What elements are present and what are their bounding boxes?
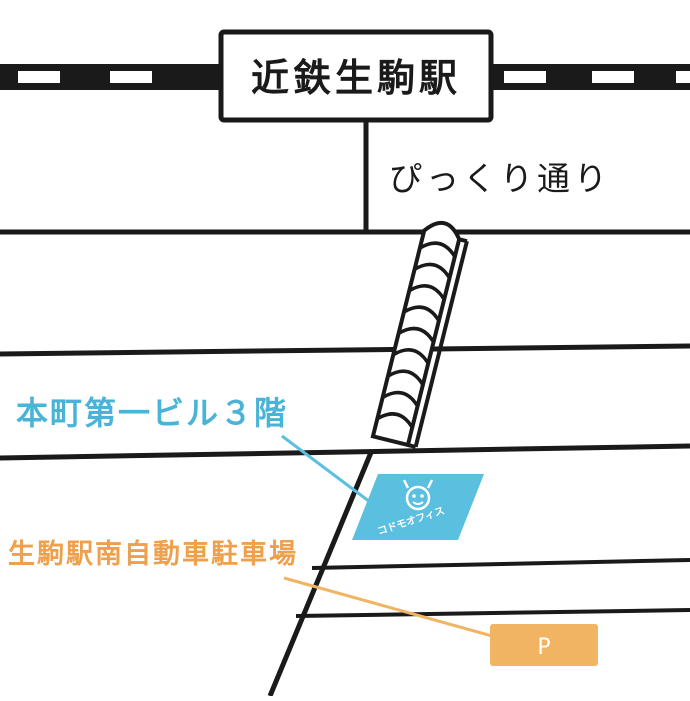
horizontal-road-3 (0, 443, 690, 461)
building-label: 本町第一ビル３階 (16, 394, 288, 432)
diagonal-road (267, 449, 375, 697)
covered-walkway (370, 220, 469, 449)
street-lines (0, 118, 690, 697)
parking-sign-label: P (537, 635, 550, 660)
horizontal-road-2 (0, 343, 690, 357)
station-label: 近鉄生駒駅 (251, 56, 461, 100)
office-marker: コドモオフィス (352, 474, 484, 540)
parking-lot-lines (295, 558, 690, 618)
street-label: ぴっくり通り (389, 159, 611, 198)
parking-label: 生駒駅南自動車駐車場 (8, 538, 298, 570)
parking-leader-line (283, 576, 493, 638)
smiley-face-icon (402, 479, 434, 511)
station-sign: 近鉄生駒駅 (218, 29, 494, 123)
parking-marker: P (490, 624, 598, 666)
building-leader-line (281, 434, 379, 510)
